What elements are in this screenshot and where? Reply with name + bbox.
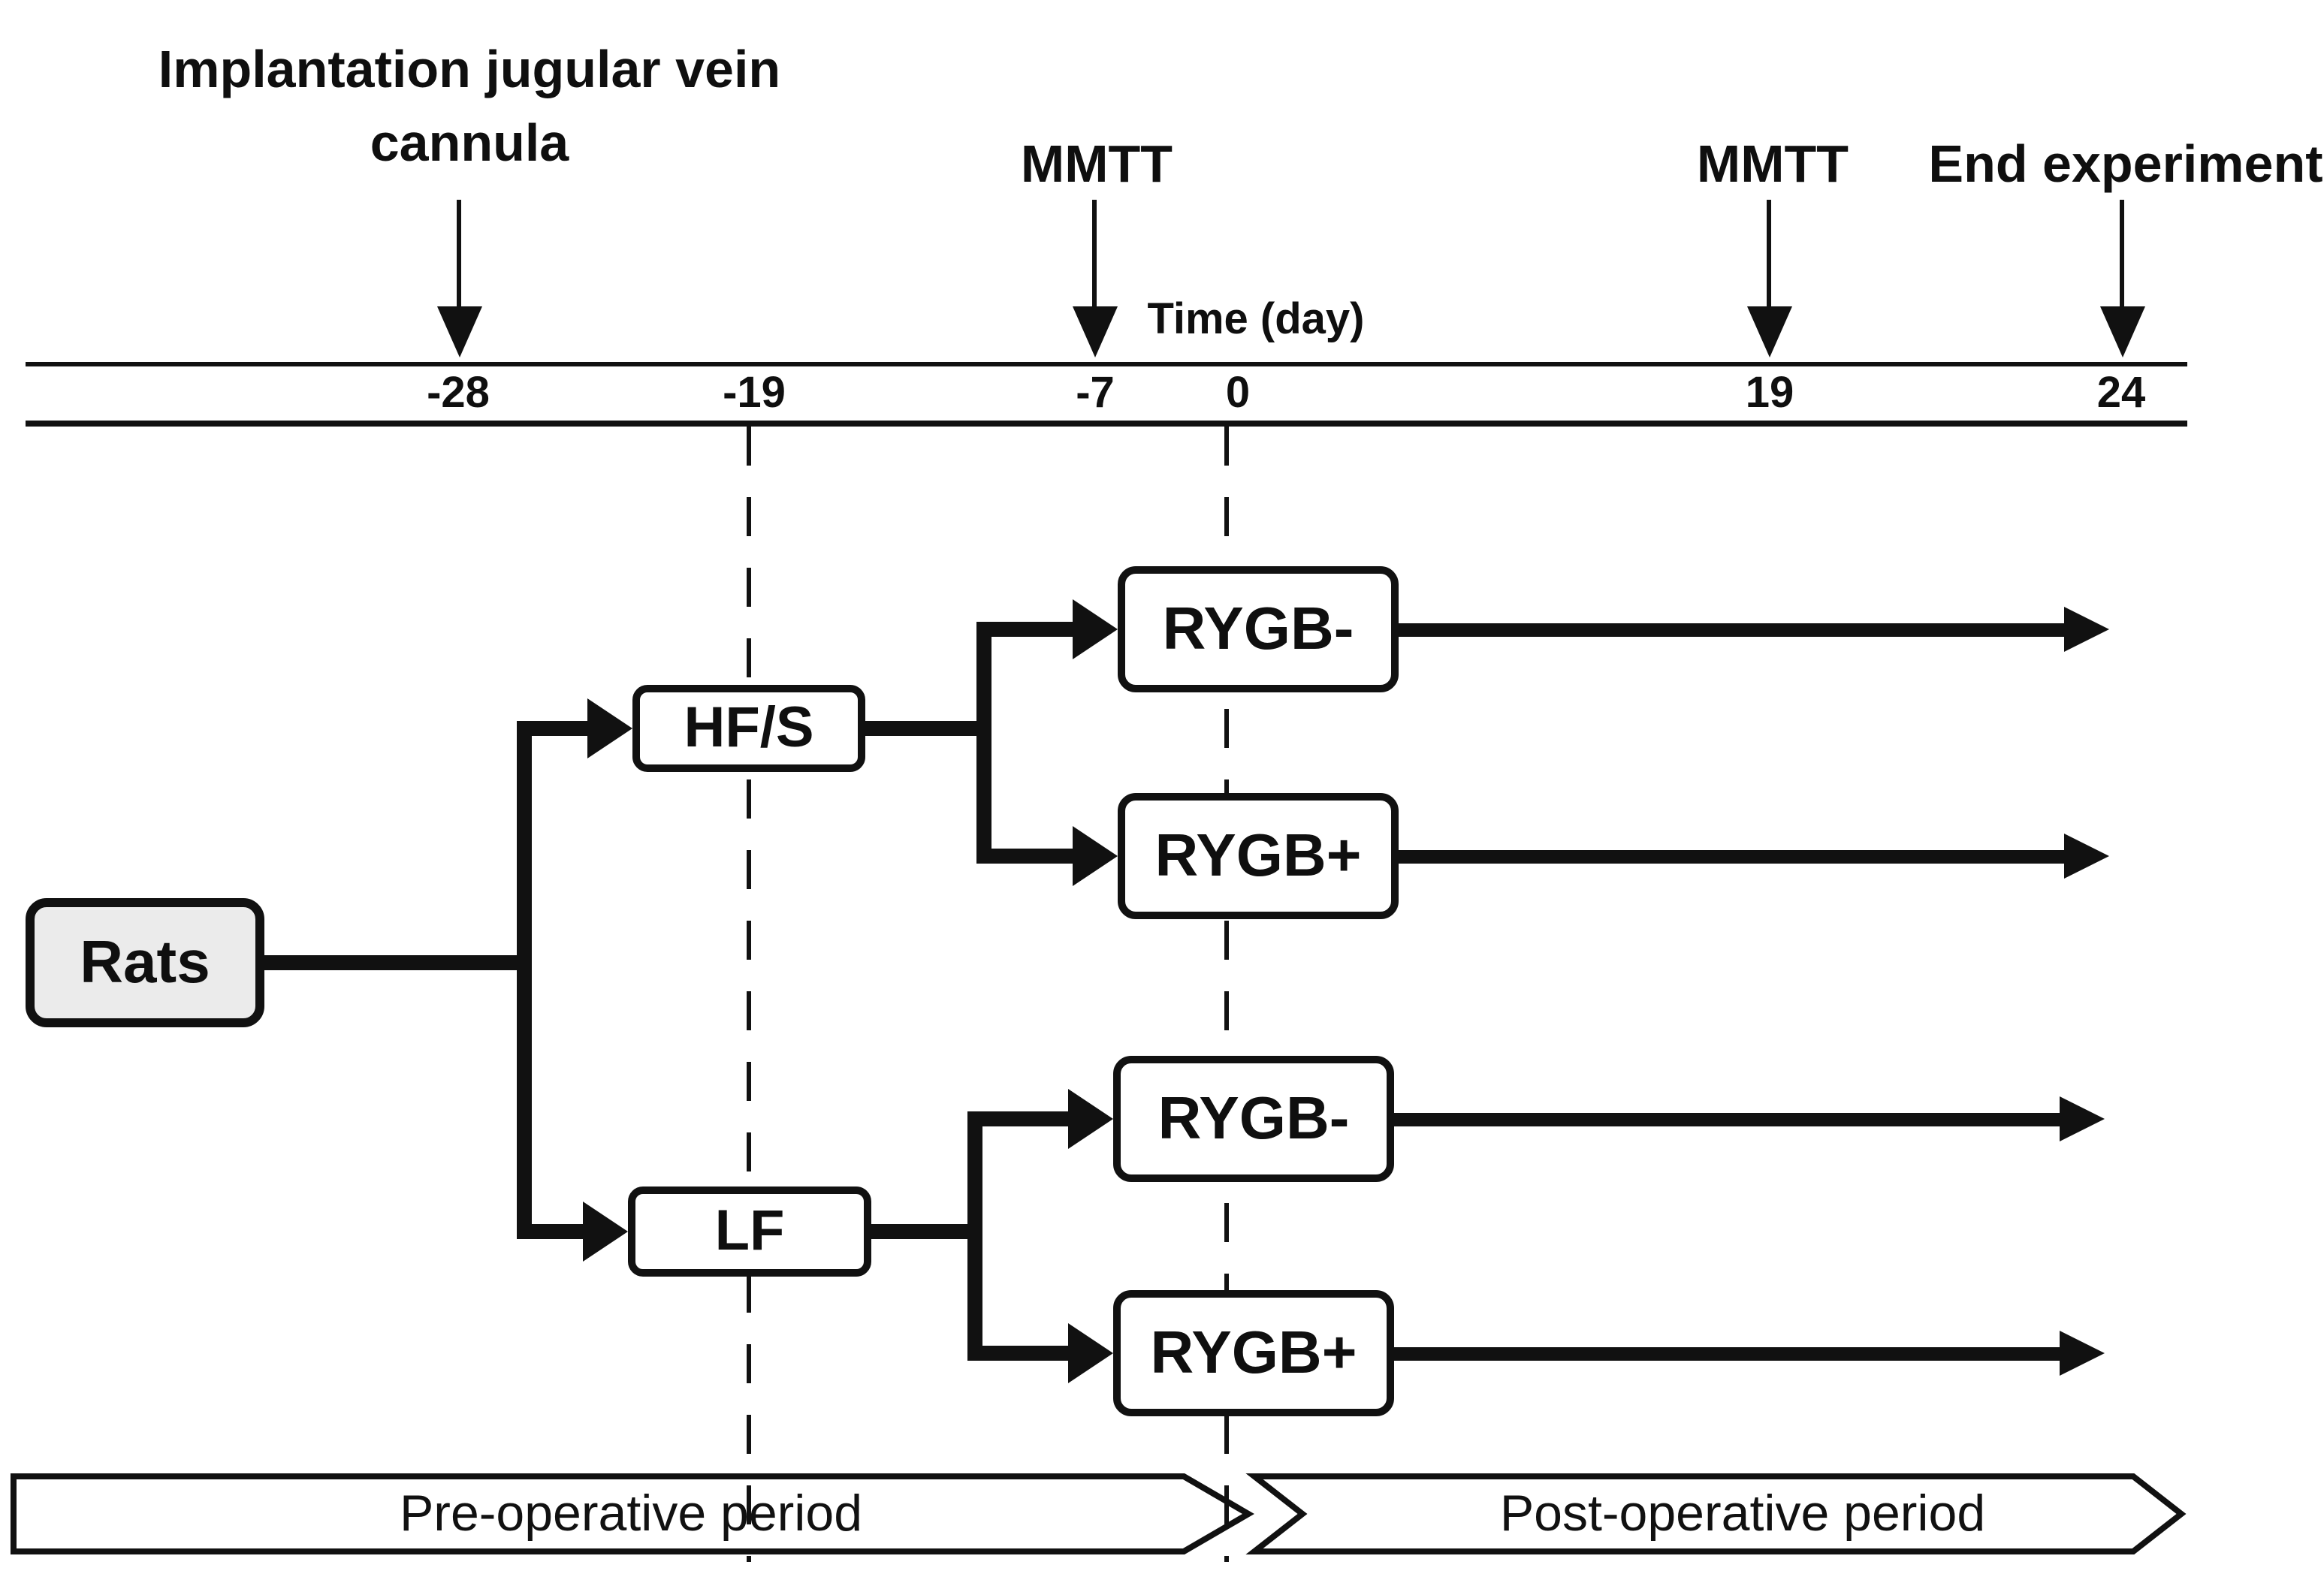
followup-arrow-shaft-row2 bbox=[1394, 850, 2070, 864]
box-rygb-plus-hf: RYGB+ bbox=[1118, 793, 1399, 919]
timeline-tick-0: 0 bbox=[1225, 369, 1251, 418]
arrow-head-lf-icon bbox=[583, 1202, 628, 1262]
box-rygb-plus-lf: RYGB+ bbox=[1113, 1290, 1394, 1416]
timeline-tick-m28: -28 bbox=[427, 369, 490, 418]
arrow-head-hfs-icon bbox=[587, 698, 632, 758]
arrow-head-rygbminus-lf-icon bbox=[1068, 1089, 1113, 1149]
connector-rats-trunk bbox=[264, 955, 524, 970]
arrow-head-rygbminus-hf-icon bbox=[1073, 599, 1118, 659]
postop-banner-shape bbox=[1245, 1473, 2187, 1554]
timeline-top-line bbox=[26, 362, 2187, 366]
connector-diet-branch-vertical bbox=[517, 721, 532, 1239]
event-label-end-experiment: End experiment bbox=[1928, 135, 2323, 194]
preop-period-label: Pre-operative period bbox=[399, 1485, 863, 1542]
connector-hfs-out bbox=[865, 721, 991, 736]
followup-arrow-head-row1-icon bbox=[2064, 607, 2109, 652]
connector-into-rygbplus-lf bbox=[967, 1346, 1068, 1361]
followup-arrow-shaft-row3 bbox=[1390, 1113, 2066, 1126]
postop-period-label: Post-operative period bbox=[1499, 1485, 1986, 1542]
arrow-head-down-icon bbox=[1073, 306, 1118, 357]
timeline-bottom-line bbox=[26, 421, 2187, 427]
connector-into-rygbplus-hf bbox=[976, 849, 1076, 864]
arrow-shaft bbox=[457, 200, 461, 317]
arrow-head-rygbplus-lf-icon bbox=[1068, 1323, 1113, 1383]
period-banners bbox=[11, 1473, 2187, 1554]
dashed-line-day-0 bbox=[1224, 427, 1229, 1562]
box-rygb-minus-lf: RYGB- bbox=[1113, 1056, 1394, 1182]
box-rygb-minus-hf: RYGB- bbox=[1118, 566, 1399, 692]
connector-into-rygbminus-hf bbox=[976, 622, 1076, 637]
connector-lf-out bbox=[871, 1224, 979, 1239]
dashed-line-day-m19 bbox=[747, 427, 751, 1562]
timeline-tick-24: 24 bbox=[2096, 369, 2146, 418]
arrow-head-down-icon bbox=[437, 306, 482, 357]
preop-banner-shape bbox=[11, 1473, 1254, 1554]
followup-arrow-shaft-row4 bbox=[1390, 1347, 2066, 1361]
arrow-head-down-icon bbox=[2100, 306, 2145, 357]
timeline-tick-19: 19 bbox=[1745, 369, 1794, 418]
event-label-mmtt-pre: MMTT bbox=[1020, 135, 1173, 194]
connector-lf-branch-vertical bbox=[967, 1111, 982, 1361]
followup-arrow-head-row4-icon bbox=[2060, 1331, 2105, 1376]
followup-arrow-head-row3-icon bbox=[2060, 1096, 2105, 1141]
timeline-tick-m7: -7 bbox=[1076, 369, 1115, 418]
arrow-shaft bbox=[1092, 200, 1097, 317]
arrow-shaft bbox=[1767, 200, 1771, 317]
connector-into-rygbminus-lf bbox=[967, 1111, 1068, 1126]
followup-arrow-head-row2-icon bbox=[2064, 834, 2109, 879]
connector-into-hfs bbox=[517, 721, 592, 736]
arrow-shaft bbox=[2120, 200, 2124, 317]
connector-into-lf bbox=[517, 1224, 587, 1239]
arrow-head-rygbplus-hf-icon bbox=[1073, 826, 1118, 886]
time-axis-label: Time (day) bbox=[1147, 296, 1365, 344]
event-label-implantation: Implantation jugular vein cannula bbox=[158, 41, 781, 173]
box-hfs: HF/S bbox=[632, 685, 865, 772]
followup-arrow-shaft-row1 bbox=[1394, 623, 2070, 637]
arrow-head-down-icon bbox=[1747, 306, 1792, 357]
timeline-tick-m19: -19 bbox=[723, 369, 786, 418]
box-lf: LF bbox=[628, 1187, 871, 1277]
box-rats: Rats bbox=[26, 898, 264, 1027]
event-label-mmtt-post: MMTT bbox=[1696, 135, 1849, 194]
connector-hfs-branch-vertical bbox=[976, 622, 991, 864]
